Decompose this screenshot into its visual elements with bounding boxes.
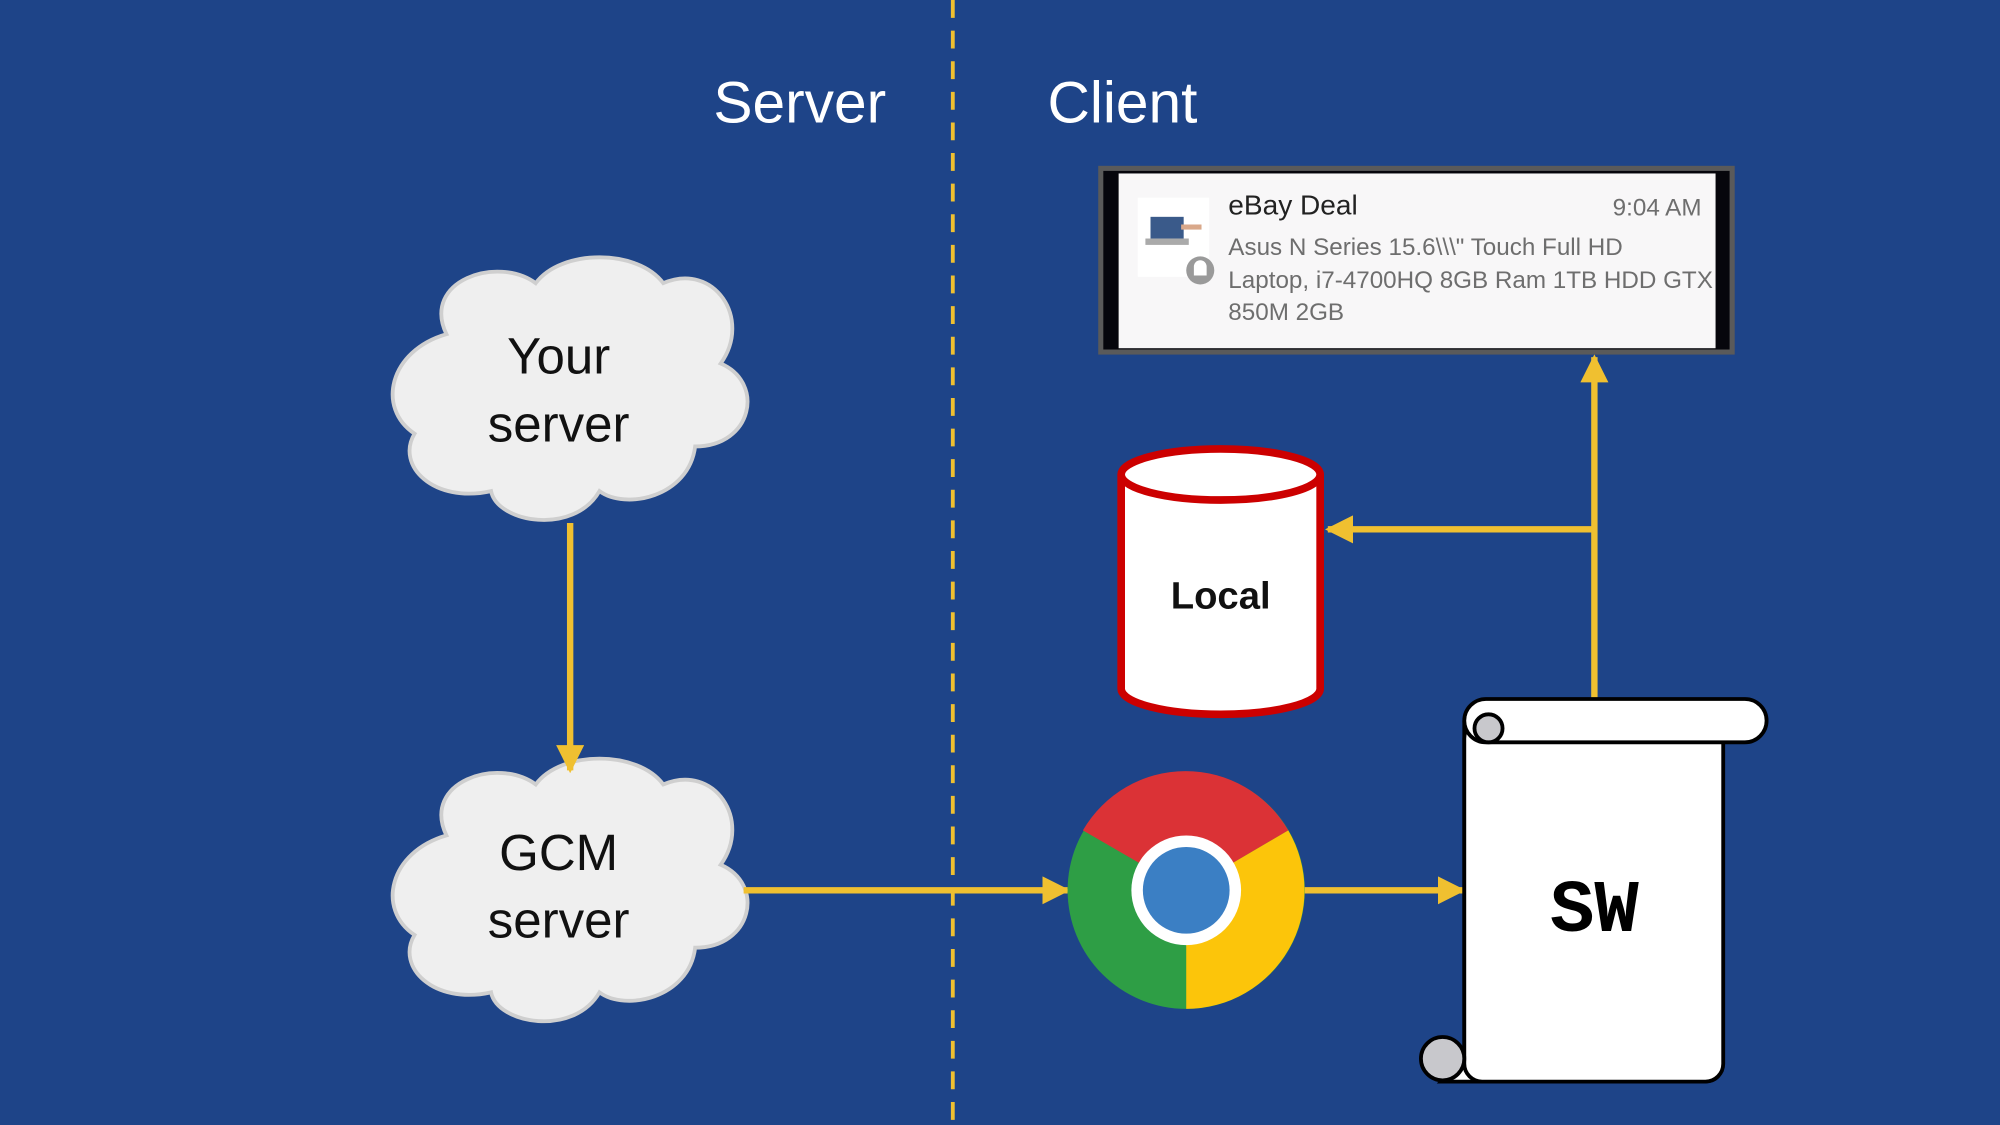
notification-body-line1: Asus N Series 15.6\\\" Touch Full HD: [1228, 234, 1622, 261]
gcm-server-cloud: GCM server: [390, 756, 750, 1024]
notification-body-line3: 850M 2GB: [1228, 299, 1344, 326]
local-database-label: Local: [1171, 574, 1271, 617]
client-heading: Client: [1047, 70, 1197, 135]
your-server-label-line1: Your: [507, 328, 610, 385]
service-worker-scroll: SW: [1419, 697, 1769, 1084]
notification-body-line2: Laptop, i7-4700HQ 8GB Ram 1TB HDD GTX: [1228, 267, 1713, 294]
gcm-server-label-line2: server: [488, 891, 630, 948]
local-database: Local: [1117, 445, 1324, 719]
service-worker-label: SW: [1550, 870, 1639, 954]
your-server-cloud: Your server: [390, 255, 750, 522]
bell-icon: [1186, 256, 1215, 285]
your-server-label-line2: server: [488, 395, 630, 452]
notification-card[interactable]: eBay Deal 9:04 AM Asus N Series 15.6\\\"…: [1098, 165, 1735, 355]
notification-time: 9:04 AM: [1613, 195, 1702, 222]
notification-title: eBay Deal: [1228, 189, 1357, 220]
chrome-logo-icon: [1067, 771, 1305, 1009]
server-heading: Server: [713, 70, 886, 135]
gcm-server-label-line1: GCM: [499, 824, 618, 881]
